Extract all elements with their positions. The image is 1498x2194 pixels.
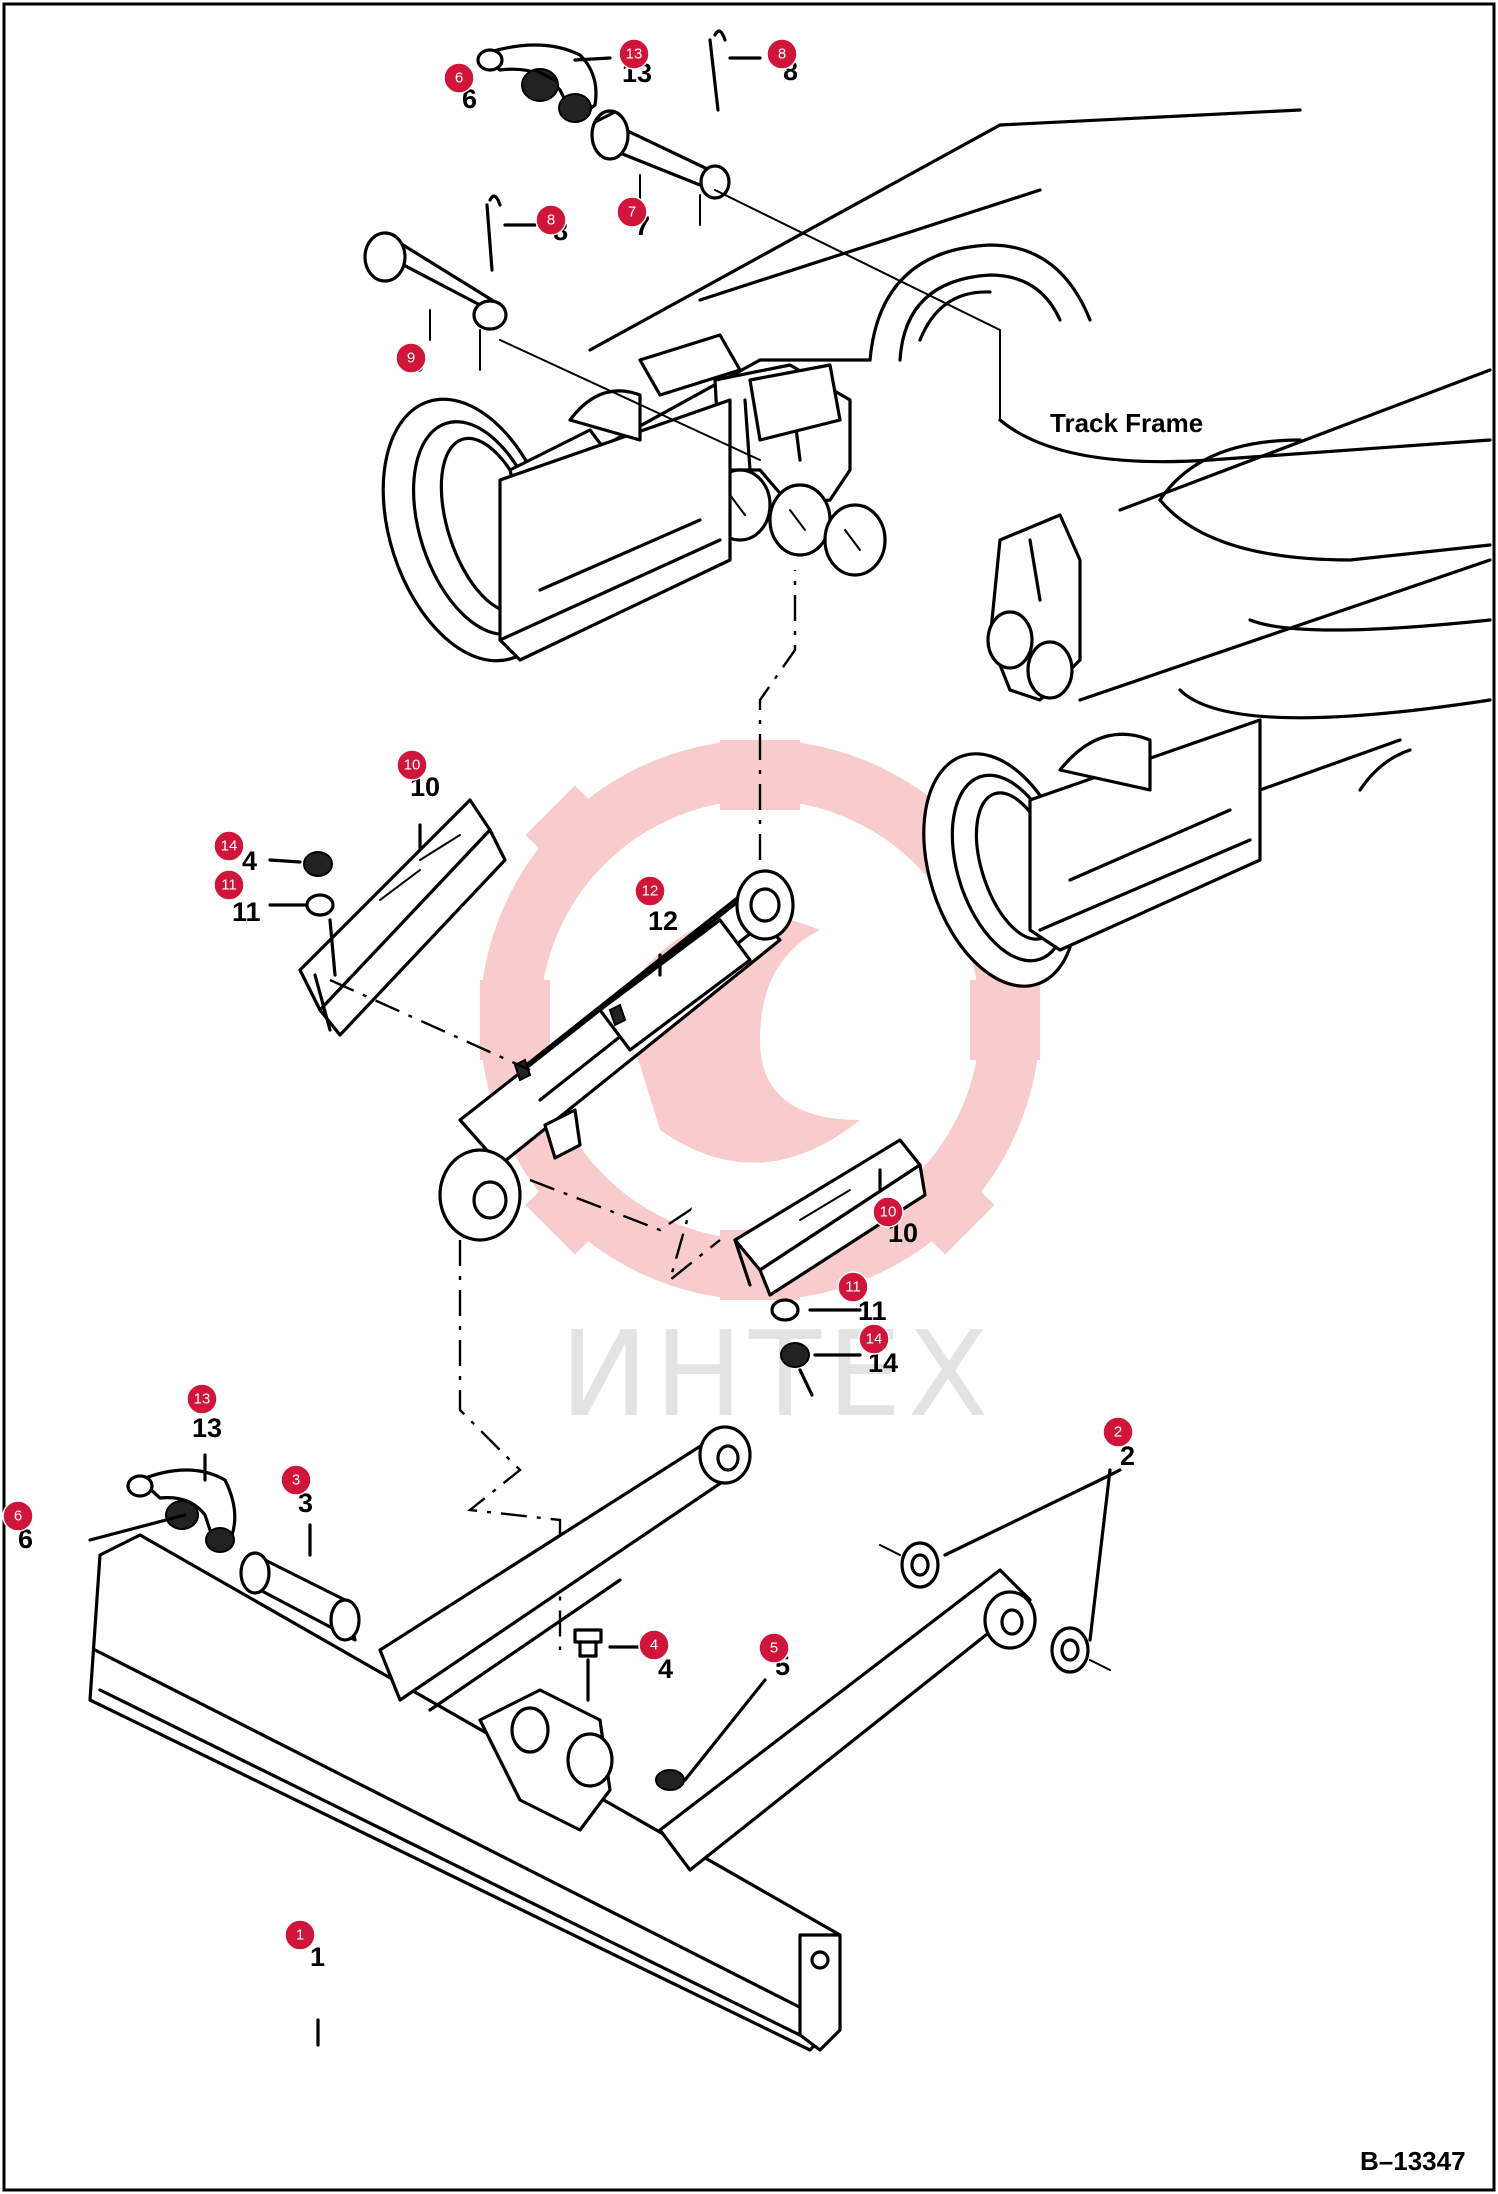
- callout-11-upper[interactable]: 11: [213, 869, 245, 901]
- grease-fitting-lower: [126, 1468, 237, 1553]
- svg-text:4: 4: [650, 1637, 658, 1654]
- num-1: 1: [310, 1942, 325, 1972]
- num-3: 3: [298, 1488, 313, 1518]
- svg-text:3: 3: [292, 1472, 300, 1489]
- callout-6-top[interactable]: 6: [443, 62, 475, 94]
- pin-9: [363, 231, 508, 331]
- callout-13-top[interactable]: 13: [618, 38, 650, 70]
- blade-arm-right: [658, 1568, 1037, 1872]
- wear-pad-upper: [298, 798, 507, 1037]
- callout-10-upper[interactable]: 10: [396, 749, 428, 781]
- num-6-lower: 6: [18, 1524, 33, 1554]
- callout-10-lower[interactable]: 10: [872, 1196, 904, 1228]
- bolt-washer-lower: [770, 1298, 814, 1397]
- callout-8-top[interactable]: 8: [766, 38, 798, 70]
- num-4-upper: 4: [242, 846, 257, 876]
- washers: [879, 1541, 1111, 1674]
- svg-text:13: 13: [194, 1391, 211, 1408]
- callout-14-upper[interactable]: 14: [213, 830, 245, 862]
- callout-9[interactable]: 9: [395, 342, 427, 374]
- blade-arm-left: [378, 1425, 752, 1712]
- callout-5[interactable]: 5: [758, 1632, 790, 1664]
- svg-text:11: 11: [221, 877, 237, 894]
- callout-2[interactable]: 2: [1102, 1416, 1134, 1448]
- cotter-pin-mid: [485, 194, 502, 272]
- figure-id: B–13347: [1360, 2146, 1466, 2176]
- idler-wheel-left: [381, 389, 732, 663]
- bolt-washer-upper: [303, 851, 337, 977]
- callout-11-lower[interactable]: 11: [837, 1271, 869, 1303]
- callout-12[interactable]: 12: [634, 875, 666, 907]
- pin-7: [590, 109, 731, 200]
- hydraulic-cylinder: [438, 869, 795, 1242]
- svg-text:10: 10: [880, 1204, 897, 1221]
- grease-fitting-top: [476, 43, 598, 123]
- callout-8-mid[interactable]: 8: [535, 204, 567, 236]
- svg-text:10: 10: [404, 757, 421, 774]
- callout-14-lower[interactable]: 14: [858, 1323, 890, 1355]
- svg-text:7: 7: [628, 204, 636, 221]
- watermark-text: ИНТЕХ: [560, 1305, 994, 1443]
- callout-6-lower[interactable]: 6: [2, 1500, 34, 1532]
- svg-text:12: 12: [642, 883, 659, 900]
- svg-text:6: 6: [455, 70, 463, 87]
- svg-text:5: 5: [770, 1640, 778, 1657]
- callout-7[interactable]: 7: [616, 196, 648, 228]
- svg-text:14: 14: [221, 838, 238, 855]
- svg-text:6: 6: [14, 1508, 22, 1525]
- num-4-lower: 4: [658, 1654, 673, 1684]
- svg-text:2: 2: [1114, 1424, 1122, 1441]
- callout-4-lower[interactable]: 4: [638, 1629, 670, 1661]
- callout-1[interactable]: 1: [284, 1919, 316, 1951]
- svg-text:1: 1: [296, 1927, 304, 1944]
- svg-text:9: 9: [407, 350, 415, 367]
- svg-text:13: 13: [626, 46, 643, 63]
- nut-lower: [655, 1769, 685, 1791]
- num-2: 2: [1120, 1441, 1135, 1471]
- num-11-upper: 11: [232, 897, 261, 927]
- idler-wheel-right: [922, 718, 1412, 988]
- svg-text:11: 11: [845, 1279, 861, 1296]
- callout-13-lower[interactable]: 13: [186, 1383, 218, 1415]
- cotter-pin-top: [708, 29, 727, 112]
- pin-3: [239, 1551, 361, 1642]
- num-12: 12: [648, 906, 678, 936]
- track-frame: [558, 108, 1492, 720]
- bolt-lower: [573, 1628, 603, 1702]
- num-13-lower: 13: [192, 1413, 222, 1443]
- callout-3[interactable]: 3: [280, 1464, 312, 1496]
- svg-text:8: 8: [547, 212, 555, 229]
- track-frame-label: Track Frame: [1050, 408, 1203, 438]
- dozer-blade: [88, 1533, 842, 2052]
- num-11-lower: 11: [858, 1296, 887, 1326]
- svg-text:8: 8: [778, 46, 786, 63]
- svg-text:14: 14: [866, 1331, 883, 1348]
- cylinder-mount-bracket: [478, 1688, 614, 1832]
